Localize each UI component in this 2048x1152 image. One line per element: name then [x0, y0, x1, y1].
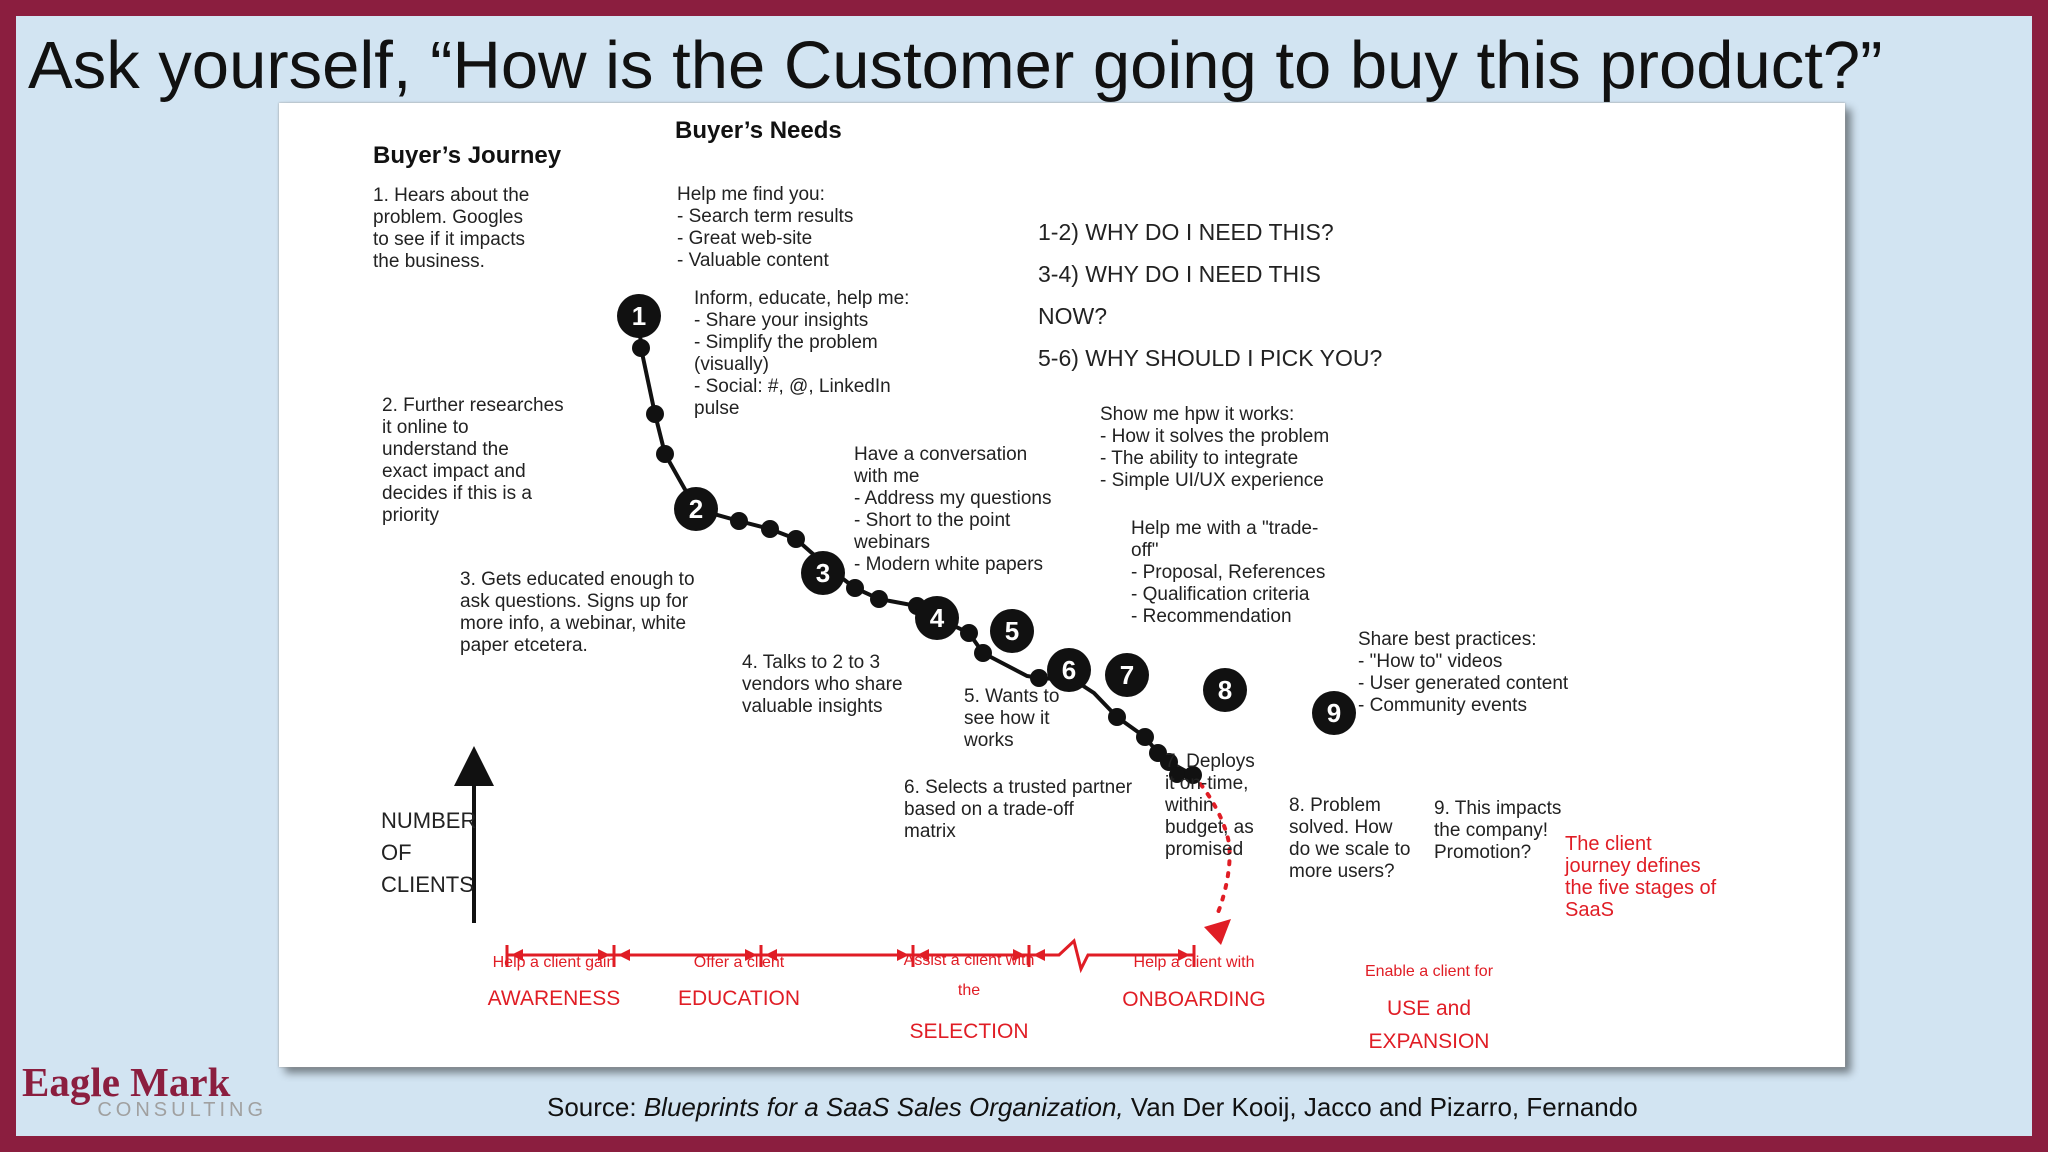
need-find-you: Help me find you: - Search term results … — [677, 184, 854, 271]
stage-awareness-caption: Help a client gain — [492, 954, 616, 971]
buyers-needs-header: Buyer’s Needs — [675, 117, 842, 144]
milestone-3: 3 — [801, 551, 845, 595]
journey-step-6: 6. Selects a trusted partner based on a … — [904, 777, 1133, 842]
source-citation: Source: Blueprints for a SaaS Sales Orga… — [547, 1092, 1638, 1123]
stage-arrowheads — [511, 949, 1190, 961]
milestone-5: 5 — [990, 609, 1034, 653]
question-3-4: 3-4) WHY DO I NEED THIS NOW? — [1038, 261, 1321, 329]
journey-curve-diagram: 1 2 3 4 5 6 7 8 — [454, 294, 1356, 974]
milestone-8: 8 — [1203, 668, 1247, 712]
stage-use-expansion-label: USE and EXPANSION — [1368, 997, 1490, 1053]
milestone-2: 2 — [674, 487, 718, 531]
buyers-journey-header: Buyer’s Journey — [373, 142, 562, 169]
journey-step-3: 3. Gets educated enough to ask questions… — [460, 569, 695, 656]
milestone-3-label: 3 — [816, 558, 830, 588]
journey-dotted-continuation — [1191, 773, 1232, 917]
source-prefix: Source: — [547, 1092, 644, 1122]
logo-sub-text: CONSULTING — [97, 1099, 267, 1121]
milestone-9: 9 — [1312, 691, 1356, 735]
stage-use-expansion-caption: Enable a client for — [1364, 963, 1494, 980]
logo-main-text: Eagle Mark — [22, 1059, 231, 1105]
question-5-6: 5-6) WHY SHOULD I PICK YOU? — [1038, 345, 1383, 371]
stage-onboarding-caption: Help a client with — [1133, 954, 1255, 971]
journey-step-5: 5. Wants to see how it works — [964, 686, 1060, 751]
milestone-7: 7 — [1105, 653, 1149, 697]
slide-title: Ask yourself, “How is the Customer going… — [28, 28, 1883, 103]
buyer-journey-figure: 1 2 3 4 5 6 7 8 — [279, 103, 1845, 1067]
milestone-6-label: 6 — [1062, 655, 1076, 685]
milestone-5-label: 5 — [1005, 616, 1019, 646]
milestone-6: 6 — [1047, 648, 1091, 692]
journey-step-1: 1. Hears about the problem. Googles to s… — [373, 185, 530, 272]
journey-step-8: 8. Problem solved. How do we scale to mo… — [1289, 795, 1411, 882]
question-1-2: 1-2) WHY DO I NEED THIS? — [1038, 219, 1334, 245]
stage-awareness-label: AWARENESS — [487, 987, 621, 1010]
journey-beads — [632, 339, 1202, 784]
milestone-2-label: 2 — [689, 494, 703, 524]
need-best-practices: Share best practices: - "How to" videos … — [1358, 629, 1569, 716]
stage-selection-caption: Assist a client with the — [903, 952, 1035, 999]
journey-step-2: 2. Further researches it online to under… — [382, 395, 564, 526]
eagle-mark-logo: Eagle Mark CONSULTING — [22, 1060, 272, 1120]
need-conversation: Have a conversation with me - Address my… — [854, 444, 1052, 575]
need-show-how: Show me hpw it works: - How it solves th… — [1100, 404, 1330, 491]
milestone-9-label: 9 — [1327, 698, 1341, 728]
stage-onboarding-label: ONBOARDING — [1122, 988, 1266, 1011]
source-book-title: Blueprints for a SaaS Sales Organization… — [643, 1092, 1124, 1122]
source-authors: Van Der Kooij, Jacco and Pizarro, Fernan… — [1123, 1092, 1638, 1122]
milestone-7-label: 7 — [1120, 660, 1134, 690]
need-inform-educate: Inform, educate, help me: - Share your i… — [694, 288, 910, 419]
client-journey-note: The client journey defines the five stag… — [1565, 833, 1717, 921]
stage-education-caption: Offer a client — [693, 954, 785, 971]
journey-step-9: 9. This impacts the company! Promotion? — [1434, 798, 1562, 863]
journey-step-4: 4. Talks to 2 to 3 vendors who share val… — [742, 652, 903, 717]
journey-step-7: 7. Deploys it on-time, within budget, as… — [1165, 751, 1255, 860]
milestone-4-label: 4 — [930, 603, 945, 633]
stage-selection-label: SELECTION — [909, 1020, 1029, 1043]
need-trade-off: Help me with a "trade- off" - Proposal, … — [1131, 518, 1326, 627]
stage-education-label: EDUCATION — [677, 987, 801, 1010]
journey-end-arrowhead — [1204, 919, 1231, 945]
milestone-1: 1 — [617, 294, 661, 338]
milestone-8-label: 8 — [1218, 675, 1232, 705]
milestone-4: 4 — [915, 596, 959, 640]
milestone-1-label: 1 — [632, 301, 646, 331]
y-axis-label: NUMBER OF CLIENTS — [381, 808, 477, 897]
